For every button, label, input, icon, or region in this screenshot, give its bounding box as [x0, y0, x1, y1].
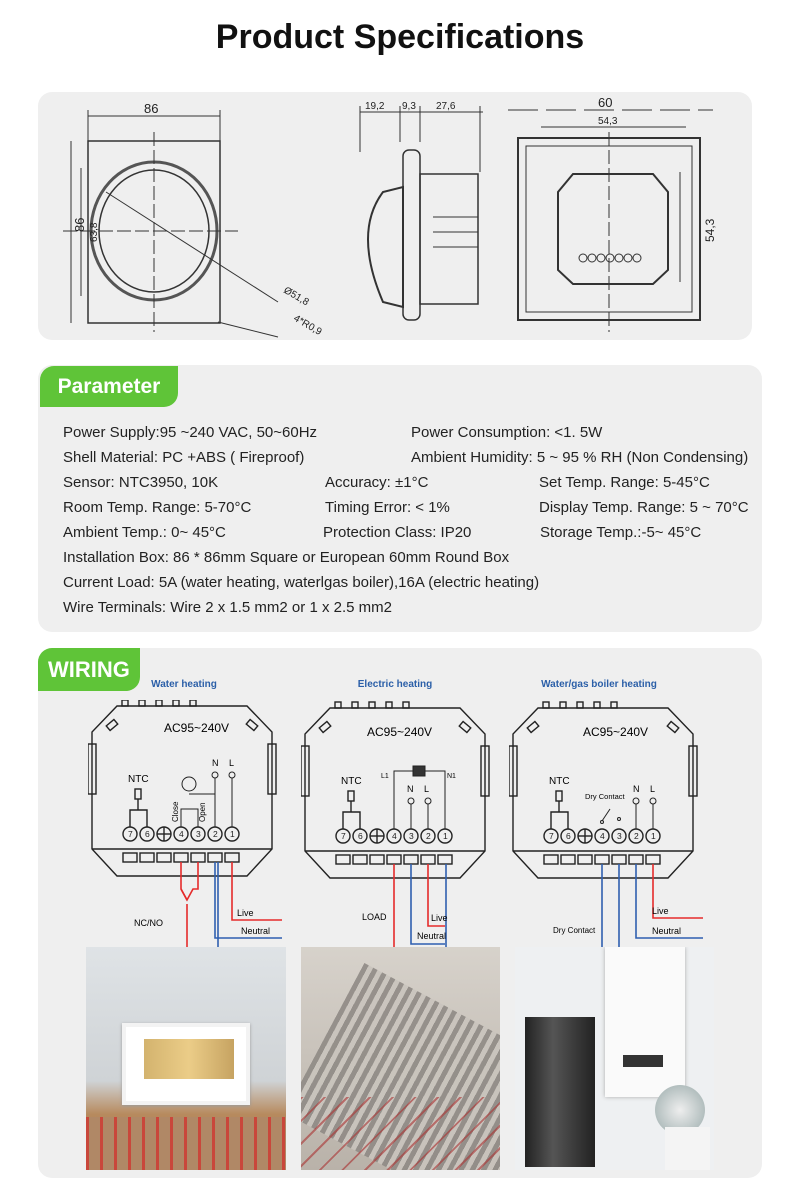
side-dim-2: 9,3	[402, 101, 416, 112]
load-label: LOAD	[362, 912, 387, 922]
param-sensor: Sensor: NTC3950, 10K	[63, 474, 219, 491]
l-label: L	[650, 784, 655, 794]
back-height-label: 54,3	[703, 218, 717, 242]
side-dim-1: 19,2	[365, 101, 385, 112]
neutral-label: Neutral	[241, 926, 270, 936]
terminal-4: 4	[392, 831, 397, 841]
wiring-diagram-water: 7 6 4 3 2 1 AC95~240V NTC N L Close Open…	[88, 700, 282, 950]
dry-contact-wire-label: Dry Contact	[553, 926, 596, 935]
photo-gas-boiler	[515, 947, 714, 1170]
param-ambient-humidity: Ambient Humidity: 5 ~ 95 % RH (Non Conde…	[411, 449, 749, 466]
terminal-1: 1	[443, 831, 448, 841]
front-view: 86 86 63,8 Ø51,8 4*R0,9	[63, 101, 324, 338]
terminal-2: 2	[213, 829, 218, 839]
voltage-label: AC95~240V	[164, 721, 229, 735]
param-power-supply: Power Supply:95 ~240 VAC, 50~60Hz	[63, 424, 318, 441]
wiring-tab: WIRING	[38, 648, 140, 691]
terminal-2: 2	[426, 831, 431, 841]
terminal-3: 3	[617, 831, 622, 841]
terminal-7: 7	[341, 831, 346, 841]
l-label: L	[229, 758, 234, 768]
l-label: L	[424, 784, 429, 794]
voltage-label: AC95~240V	[583, 725, 648, 739]
side-dim-3: 27,6	[436, 101, 456, 112]
param-power-consumption: Power Consumption: <1. 5W	[411, 424, 603, 441]
open-label: Open	[198, 802, 207, 822]
terminal-2: 2	[634, 831, 639, 841]
wiring-diagram-boiler: 7 6 4 3 2 1 AC95~240V NTC Dry Contact N …	[509, 701, 703, 950]
terminal-4: 4	[179, 829, 184, 839]
page-title: Product Specifications	[215, 18, 585, 56]
terminal-3: 3	[409, 831, 414, 841]
photo-electric-heating-film	[301, 947, 500, 1170]
terminal-6: 6	[566, 831, 571, 841]
ntc-label: NTC	[128, 774, 149, 785]
close-label: Close	[171, 801, 180, 822]
param-installation-box: Installation Box: 86 * 86mm Square or Eu…	[63, 549, 510, 566]
terminal-6: 6	[358, 831, 363, 841]
pin-row	[578, 253, 642, 263]
param-set-temp: Set Temp. Range: 5-45°C	[539, 474, 710, 491]
back-outer-label: 60	[598, 95, 612, 110]
n1-label: N1	[447, 773, 456, 780]
param-timing-error: Timing Error: < 1%	[325, 499, 450, 516]
param-display-temp: Display Temp. Range: 5 ~ 70°C	[539, 499, 749, 516]
l1-label: L1	[381, 773, 389, 780]
param-wire-terminals: Wire Terminals: Wire 2 x 1.5 mm2 or 1 x …	[63, 599, 392, 616]
front-width-label: 86	[144, 101, 158, 116]
live-label: Live	[237, 908, 254, 918]
nc-no-label: NC/NO	[134, 918, 163, 928]
terminal-6: 6	[145, 829, 150, 839]
terminal-7: 7	[549, 831, 554, 841]
diagram-title-electric: Electric heating	[357, 679, 433, 690]
diagram-title-water: Water heating	[151, 679, 217, 690]
dry-contact-label: Dry Contact	[585, 792, 626, 801]
param-protection-class: Protection Class: IP20	[323, 524, 472, 541]
radius-label: 4*R0,9	[292, 313, 324, 338]
live-label: Live	[652, 906, 669, 916]
n-label: N	[633, 784, 640, 794]
front-inner-label: 63,8	[89, 222, 100, 242]
n-label: N	[407, 784, 414, 794]
param-storage-temp: Storage Temp.:-5~ 45°C	[540, 524, 702, 541]
front-height-label: 86	[72, 218, 87, 232]
dimension-drawings: 86 86 63,8 Ø51,8 4*R0,9 19,2 9,3 27,6 60…	[63, 95, 717, 338]
param-ambient-temp: Ambient Temp.: 0~ 45°C	[63, 524, 226, 541]
terminal-1: 1	[230, 829, 235, 839]
photo-water-heating-manifold	[86, 947, 286, 1170]
side-view: 19,2 9,3 27,6	[359, 101, 483, 321]
neutral-label: Neutral	[652, 926, 681, 936]
terminal-3: 3	[196, 829, 201, 839]
diameter-label: Ø51,8	[282, 285, 311, 308]
live-label: Live	[431, 913, 448, 923]
dimension-panel: 86 86 63,8 Ø51,8 4*R0,9 19,2 9,3 27,6 60…	[38, 92, 752, 340]
param-current-load: Current Load: 5A (water heating, waterlg…	[63, 574, 540, 591]
wiring-diagram-electric: 7 6 4 3 2 1 AC95~240V NTC L1 N1 N L Live…	[301, 701, 490, 950]
n-label: N	[212, 758, 219, 768]
param-shell-material: Shell Material: PC +ABS ( Fireproof)	[63, 449, 305, 466]
ntc-label: NTC	[549, 776, 570, 787]
terminal-7: 7	[128, 829, 133, 839]
parameter-tab: Parameter	[40, 366, 178, 407]
back-view: 60 54,3 54,3	[508, 95, 717, 332]
parameter-panel	[38, 365, 762, 632]
terminal-4: 4	[600, 831, 605, 841]
voltage-label: AC95~240V	[367, 725, 432, 739]
param-room-temp: Room Temp. Range: 5-70°C	[63, 499, 252, 516]
diagram-title-boiler: Water/gas boiler heating	[541, 679, 657, 690]
param-accuracy: Accuracy: ±1°C	[325, 474, 429, 491]
back-inner-label: 54,3	[598, 116, 618, 127]
terminal-1: 1	[651, 831, 656, 841]
neutral-label: Neutral	[417, 931, 446, 941]
ntc-label: NTC	[341, 776, 362, 787]
